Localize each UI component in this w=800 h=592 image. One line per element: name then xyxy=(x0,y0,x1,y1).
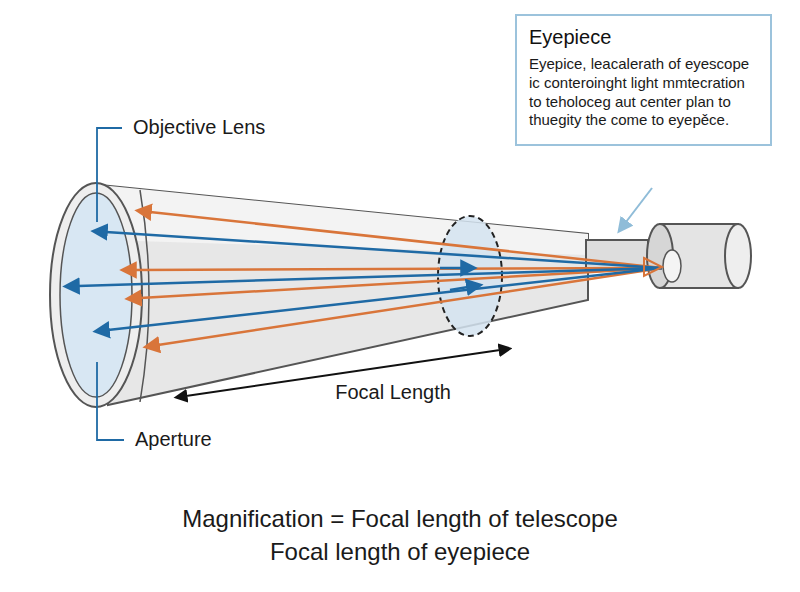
focal-plane xyxy=(438,216,502,336)
tube-mouth xyxy=(140,190,149,402)
leader-line xyxy=(97,128,122,222)
light-ray xyxy=(106,232,662,268)
light-ray xyxy=(158,268,662,345)
part-label: Aperture xyxy=(135,428,212,451)
dimension-label: Focal Length xyxy=(332,381,454,404)
callout-heading: Eyepiece xyxy=(529,26,758,49)
light-ray xyxy=(440,267,462,270)
part-label: Objective Lens xyxy=(133,116,265,139)
eyepiece-lens xyxy=(663,250,681,282)
callout-box: EyepieceEyepice, leacalerath of eyescope… xyxy=(515,14,772,146)
callout-pointer xyxy=(626,188,652,222)
tube-highlight xyxy=(100,185,588,255)
formula-line: Focal length of eyepiece xyxy=(270,538,530,566)
eyepiece-end xyxy=(725,224,751,288)
leader-line xyxy=(97,362,124,440)
callout-body: Eyepice, leacalerath of eyescope ic cont… xyxy=(529,55,758,130)
light-ray xyxy=(140,268,662,298)
light-ray xyxy=(450,287,468,290)
light-rays xyxy=(78,212,662,345)
lens-ring xyxy=(50,183,142,407)
objective-lens xyxy=(60,193,132,397)
light-ray xyxy=(108,268,662,330)
ray-focus-arrow xyxy=(644,258,662,276)
formula-line: Magnification = Focal length of telescop… xyxy=(182,505,618,533)
